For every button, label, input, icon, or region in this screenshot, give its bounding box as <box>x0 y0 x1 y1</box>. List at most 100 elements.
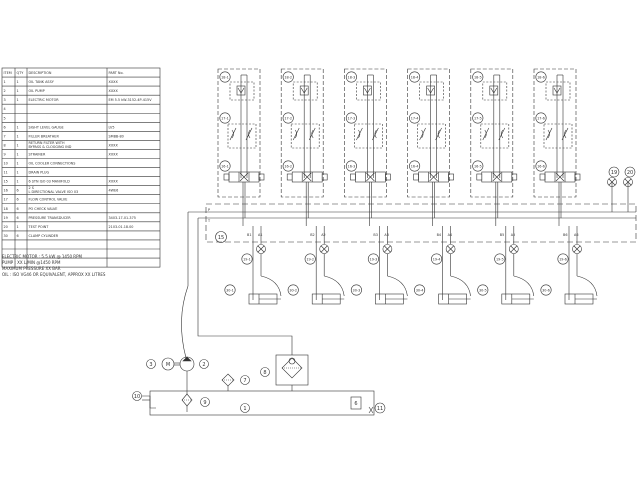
throttle-symbol <box>374 129 377 139</box>
bom-cell: 1 <box>17 162 19 166</box>
bom-cell: XXXX <box>109 180 119 184</box>
bom-cell: L DIRECTIONAL VALVE ISO 03 <box>29 190 79 194</box>
directional-valve-callout-label: 16-1 <box>221 164 229 168</box>
bom-header-cell: QTY <box>17 71 25 75</box>
bom-cell: FLOW CONTROL VALVE <box>29 198 68 202</box>
bom-cell: 20 <box>4 225 8 229</box>
directional-valve-callout-label: 16-6 <box>537 164 545 168</box>
flow-control-callout-label: 17-4 <box>411 116 419 120</box>
oil-tank <box>149 390 375 416</box>
po-check-callout-label: 18-6 <box>537 75 545 79</box>
check-valve-body <box>363 85 372 96</box>
directional-valve-callout-label: 16-5 <box>474 164 482 168</box>
check-valve-body <box>236 85 246 96</box>
port-b-label: B5 <box>500 233 504 237</box>
po-check-box <box>482 81 508 101</box>
bom-cell: 1 <box>17 98 19 102</box>
bom-cell: 6 STN ISO 03 MANIFOLD <box>29 180 71 184</box>
tank-callout-circle <box>240 403 250 413</box>
manifold-callout-circle <box>215 231 227 243</box>
drain-callout-circle <box>374 402 386 414</box>
bom-cell: 6 <box>17 207 19 211</box>
note-pressure: MAXIMUM PRESSURE XX BAR <box>2 266 61 271</box>
pump-pressure-hose <box>181 285 189 359</box>
return-filter-housing <box>275 354 309 386</box>
clamp-cylinder-callout-label: 30-5 <box>479 288 487 292</box>
notes: ELECTRIC MOTOR : 5.5 kW @ 1450 RPM PUMP … <box>2 254 106 277</box>
test-point-callout-label: 20 <box>627 170 633 176</box>
po-check-callout-circle <box>345 71 357 83</box>
bom-cell: 5 <box>4 116 6 120</box>
station-outline <box>217 68 261 198</box>
bom-cell: STRAINER <box>29 152 46 156</box>
motor-callout-label: 3 <box>149 362 152 368</box>
clamp-cylinder-callout-label: 30-6 <box>542 288 550 292</box>
flow-control-box <box>543 123 573 149</box>
bom-cell: 1 <box>17 125 19 129</box>
return-line <box>197 296 293 355</box>
bom-cell: 1 <box>17 171 19 175</box>
flow-control-callout-label: 17-3 <box>348 116 356 120</box>
cylinder-hose <box>450 275 471 297</box>
solenoid-b <box>258 173 265 181</box>
cooler-callout-circle <box>132 391 142 401</box>
directional-valve-callout-circle <box>535 160 547 172</box>
flow-control-box <box>354 123 383 149</box>
bom-cell: OIL TANK ASSY <box>29 80 55 84</box>
return-filter-callout-label: 8 <box>263 370 266 376</box>
po-check-callout-label: 18-1 <box>221 75 229 79</box>
check-valve-body <box>489 85 499 96</box>
po-check-box <box>419 81 444 101</box>
bom-cell: 1 <box>17 143 19 147</box>
station-outline <box>407 68 450 198</box>
flow-control-callout-circle <box>345 112 357 124</box>
bom-cell: 4 <box>4 107 6 111</box>
throttle-symbol <box>294 129 297 139</box>
port-b-label: B1 <box>247 233 251 237</box>
clamp-cylinder-callout-label: 30-4 <box>416 288 424 292</box>
bom-cell: 8 <box>4 143 6 147</box>
sight-gauge-label: 6 <box>354 401 357 407</box>
solenoid-b <box>385 173 391 181</box>
solenoid-a <box>350 173 356 181</box>
cylinder-hose <box>513 275 535 297</box>
solenoid-a <box>223 173 230 181</box>
port-t-label: T <box>207 219 211 223</box>
check-valve-body <box>426 85 435 96</box>
bom-cell: SMBB-80 <box>109 134 124 138</box>
pressure-transducer-callout-label: 19-5 <box>496 257 504 261</box>
pressure-transducer-symbol <box>256 244 266 254</box>
po-check-box <box>229 81 255 101</box>
throttle-symbol <box>484 129 487 139</box>
return-filter-callout-circle <box>260 367 270 377</box>
po-check-box <box>356 81 381 101</box>
bom-cell: CLAMP CYLINDER <box>29 234 59 238</box>
sight-gauge <box>350 396 362 410</box>
cylinder-hose <box>387 275 408 297</box>
bom-cell: 2 S <box>29 186 34 190</box>
port-a-label: A4 <box>448 233 452 237</box>
test-point-symbol <box>623 177 633 187</box>
clamp-cylinder-callout-circle <box>224 284 236 296</box>
port-b-label: B3 <box>373 233 377 237</box>
cylinder-hose <box>260 275 282 297</box>
motor-callout-circle <box>146 359 156 369</box>
port-a-label: A6 <box>574 233 578 237</box>
bom-cell: 11 <box>4 171 8 175</box>
check-valve-body <box>299 85 309 96</box>
bom-cell: 7 <box>4 134 6 138</box>
port-a-label: A1 <box>258 233 262 237</box>
pressure-transducer-symbol <box>319 244 330 254</box>
bom-cell: 2103-01.18.00 <box>109 225 134 229</box>
clamp-cylinder-callout-label: 30-2 <box>289 288 297 292</box>
throttle-symbol <box>501 129 504 139</box>
directional-valve-callout-label: 16-2 <box>284 164 292 168</box>
port-p-label: P <box>208 208 210 212</box>
cylinder-hose <box>324 275 345 297</box>
throttle-symbol <box>421 129 424 139</box>
pump-callout-label: 2 <box>202 362 205 368</box>
directional-valve-callout-label: 16-4 <box>411 164 419 168</box>
